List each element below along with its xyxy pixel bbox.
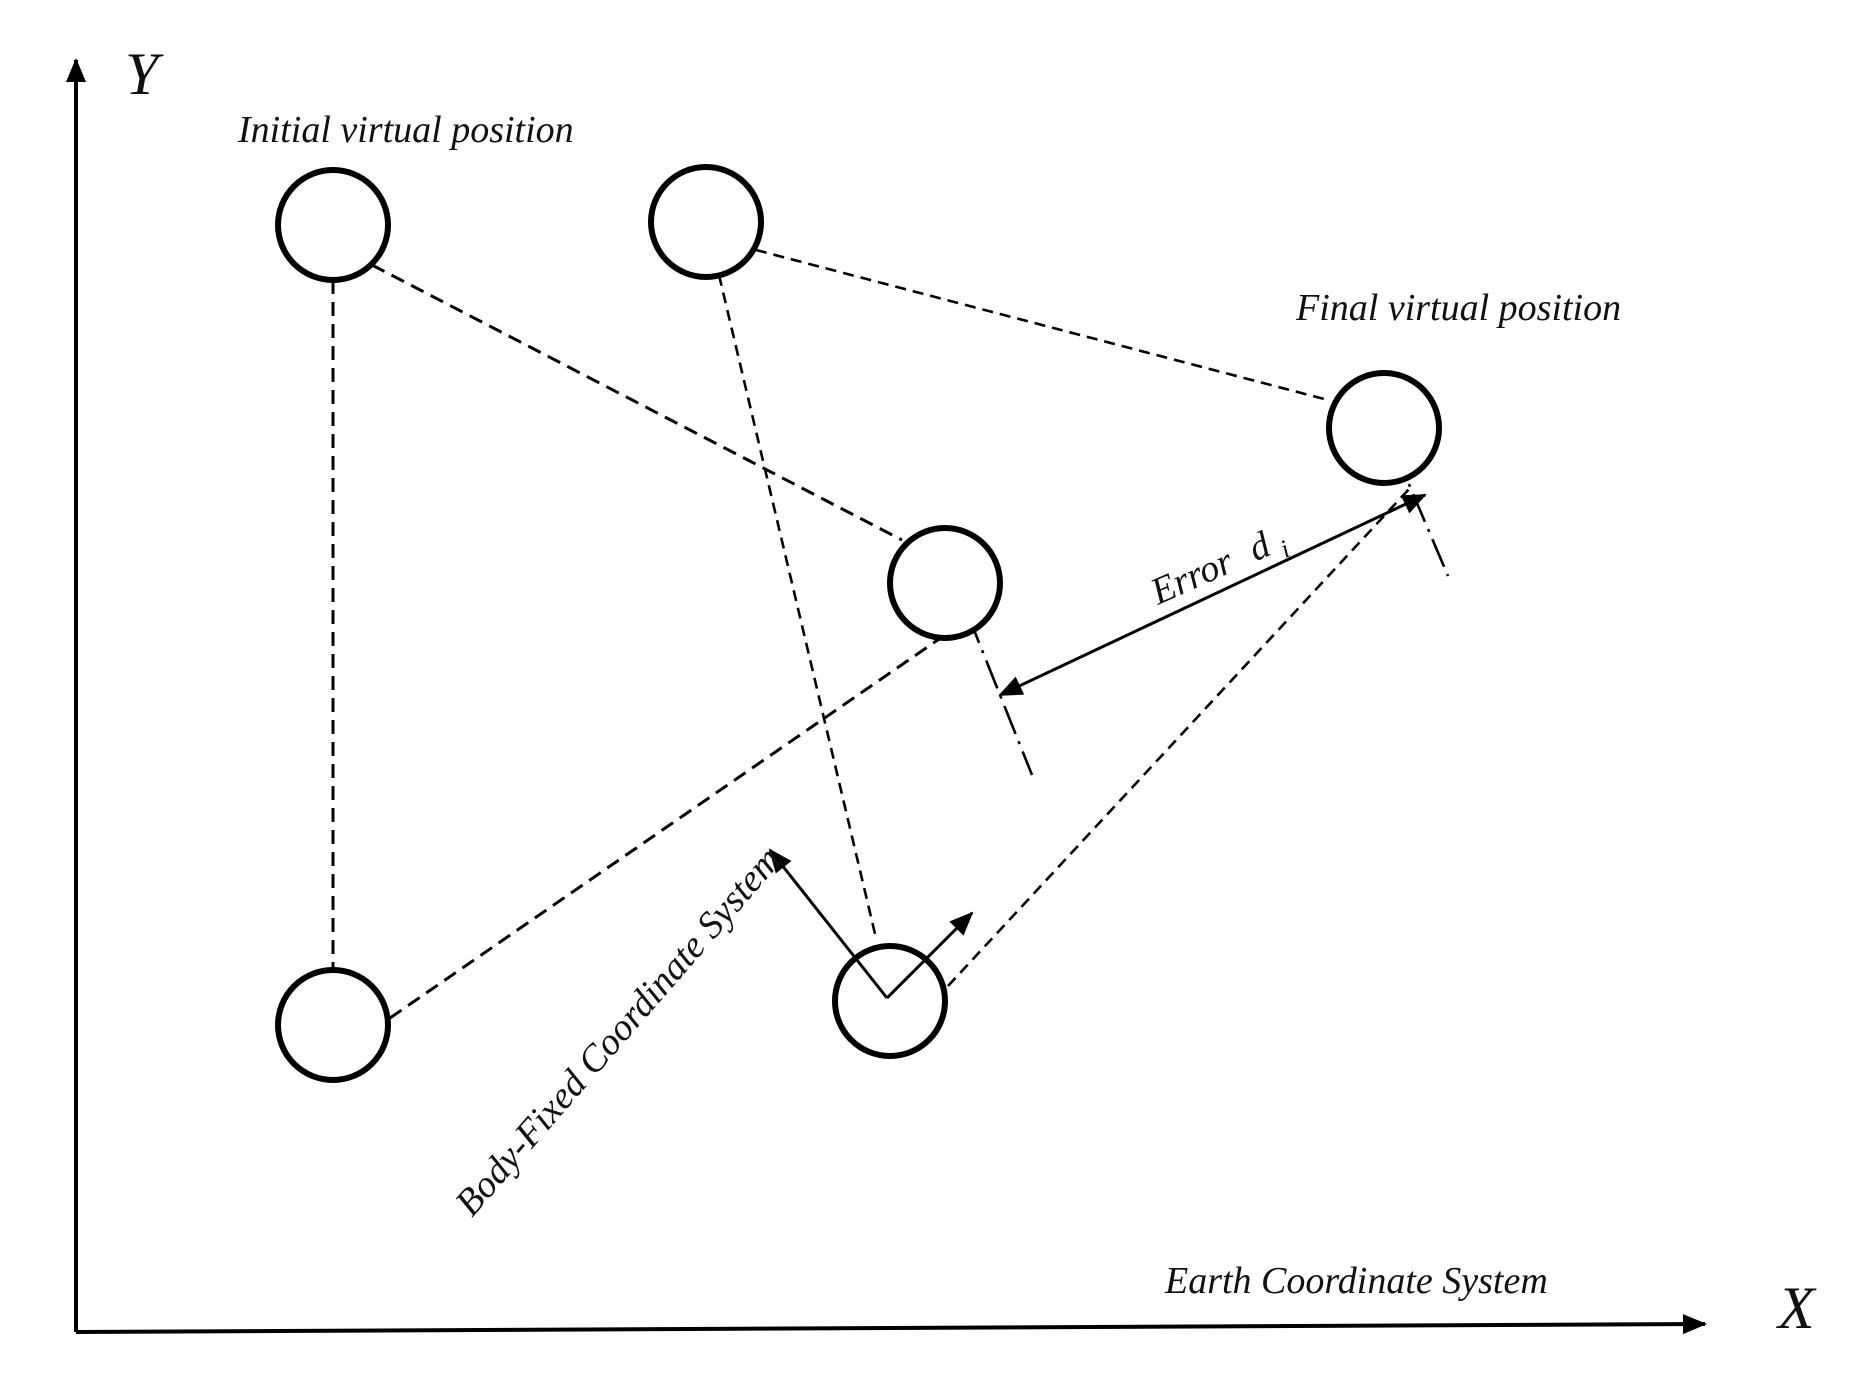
link-bottomleft-middle	[389, 635, 943, 1020]
body-axis-2	[885, 911, 974, 1000]
guide-middle	[966, 614, 1034, 776]
node-initial-top-right	[648, 164, 764, 280]
earth-system-label: Earth Coordinate System	[1164, 1260, 1548, 1302]
x-axis-label: X	[1776, 1275, 1817, 1341]
error-subscript: i	[1276, 534, 1294, 563]
body-axis-1	[768, 848, 889, 999]
node-body-frame	[832, 943, 948, 1059]
body-fixed-system-label: Body-Fixed Coordinate System	[447, 839, 789, 1224]
error-variable: d	[1242, 523, 1277, 570]
link-topright-final	[755, 248, 1329, 402]
link-topleft-middle	[371, 263, 903, 542]
body-frame-axes	[768, 848, 974, 1000]
x-axis	[75, 1314, 1707, 1335]
position-nodes	[275, 164, 1442, 1083]
error-arrow	[998, 493, 1427, 697]
node-initial-top-left	[275, 167, 391, 283]
link-topright-bodycenter	[717, 274, 878, 939]
y-axis-label: Y	[125, 41, 164, 107]
node-middle	[887, 525, 1003, 641]
initial-position-label: Initial virtual position	[237, 109, 574, 151]
final-position-label: Final virtual position	[1295, 287, 1621, 329]
node-bottom-left	[275, 967, 391, 1083]
error-guides	[966, 448, 1450, 776]
error-word: Error	[1144, 540, 1240, 614]
node-final	[1326, 370, 1442, 486]
formation-links	[331, 248, 1411, 1020]
earth-axes	[66, 58, 1707, 1335]
